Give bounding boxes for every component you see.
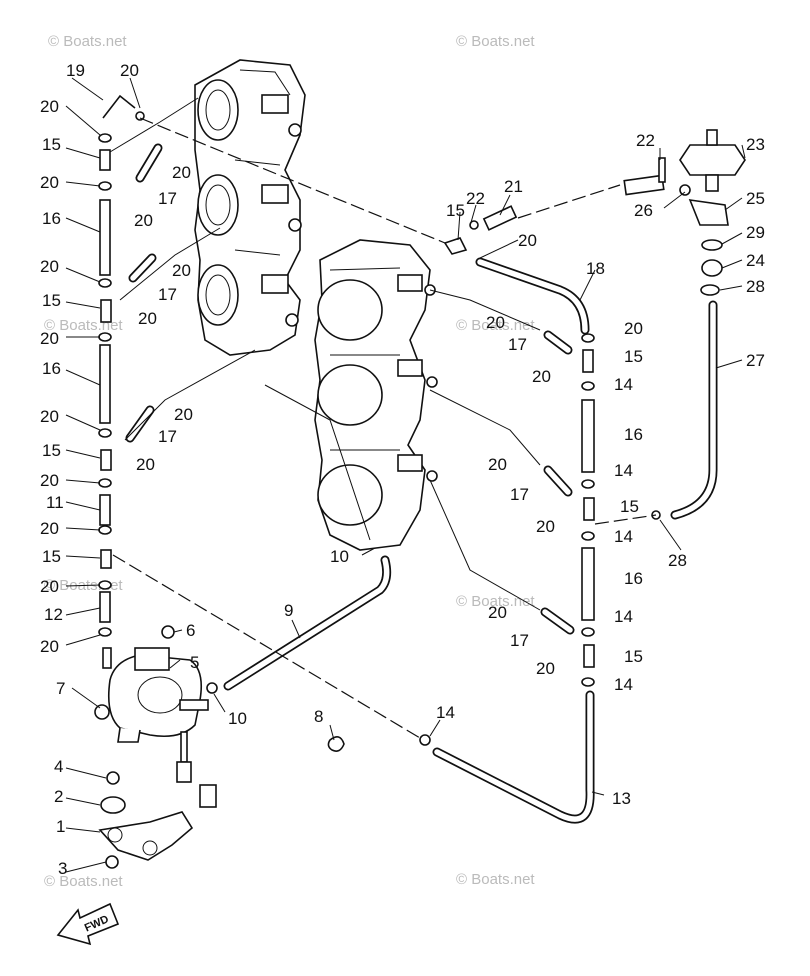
callout-22-a: 22 (466, 189, 485, 208)
callout-20-l: 20 (40, 471, 59, 490)
callout-19: 19 (66, 61, 85, 80)
callout-20-g: 20 (138, 309, 157, 328)
callout-14-b: 14 (614, 461, 633, 480)
left-hose-stack (98, 94, 145, 669)
fuel-pump-assembly (94, 625, 431, 869)
callout-20-b: 20 (40, 173, 59, 192)
callout-16-d: 16 (624, 569, 643, 588)
watermark-top-right: © Boats.net (456, 33, 535, 50)
fwd-arrow: FWD (56, 902, 120, 946)
callout-20-s: 20 (532, 367, 551, 386)
callout-27: 27 (746, 351, 765, 370)
callout-12: 12 (44, 605, 63, 624)
callout-16-b: 16 (42, 359, 61, 378)
callout-14-a: 14 (614, 375, 633, 394)
callout-5: 5 (190, 653, 199, 672)
callout-4: 4 (54, 757, 63, 776)
callout-23: 23 (746, 135, 765, 154)
callout-29: 29 (746, 223, 765, 242)
leader-lines (65, 77, 746, 873)
callout-11: 11 (46, 493, 64, 512)
callout-15-b: 15 (42, 291, 61, 310)
watermark-top-left: © Boats.net (48, 33, 127, 50)
carburetor-bank-lower (314, 239, 438, 551)
long-hoses (223, 257, 718, 824)
callout-20-u: 20 (536, 517, 555, 536)
callout-17-b: 17 (158, 285, 177, 304)
callout-18: 18 (586, 259, 605, 278)
callout-15-g: 15 (620, 497, 639, 516)
callout-20-q: 20 (486, 313, 505, 332)
callout-6: 6 (186, 621, 195, 640)
callout-20-v: 20 (488, 603, 507, 622)
callout-15-d: 15 (42, 547, 61, 566)
callout-3: 3 (58, 859, 67, 878)
callout-20-t: 20 (488, 455, 507, 474)
callout-20-a: 20 (40, 97, 59, 116)
callout-17-f: 17 (510, 631, 529, 650)
callout-20-w: 20 (536, 659, 555, 678)
callout-16-a: 16 (42, 209, 61, 228)
callout-20-r: 20 (624, 319, 643, 338)
callout-15-h: 15 (624, 647, 643, 666)
watermarks: © Boats.net © Boats.net © Boats.net © Bo… (44, 33, 535, 890)
callout-17-c: 17 (158, 427, 177, 446)
callout-20-top: 20 (120, 61, 139, 80)
callout-20-c: 20 (134, 211, 153, 230)
callout-15-c: 15 (42, 441, 61, 460)
callout-28-a: 28 (746, 277, 765, 296)
callout-20-o: 20 (40, 637, 59, 656)
callout-2: 2 (54, 787, 63, 806)
callout-14-bottom: 14 (436, 703, 455, 722)
callout-20-j: 20 (174, 405, 193, 424)
callout-13: 13 (612, 789, 631, 808)
callout-15-f: 15 (624, 347, 643, 366)
callout-9: 9 (284, 601, 293, 620)
callout-15-a: 15 (42, 135, 61, 154)
callout-20-p: 20 (518, 231, 537, 250)
callout-16-c: 16 (624, 425, 643, 444)
callout-14-d: 14 (614, 607, 633, 626)
callout-17-e: 17 (510, 485, 529, 504)
watermark-mid-right: © Boats.net (456, 317, 535, 334)
callout-26: 26 (634, 201, 653, 220)
callout-7: 7 (56, 679, 65, 698)
callout-28-b: 28 (668, 551, 687, 570)
callout-15-e: 15 (446, 201, 465, 220)
callout-20-n: 20 (40, 577, 59, 596)
callout-25: 25 (746, 189, 765, 208)
callout-21: 21 (504, 177, 523, 196)
callout-10-upper: 10 (330, 547, 349, 566)
callout-8: 8 (314, 707, 323, 726)
callout-17-d: 17 (508, 335, 527, 354)
callout-20-f: 20 (172, 261, 191, 280)
callout-14-c: 14 (614, 527, 633, 546)
carburetor-bank-upper (194, 59, 306, 356)
callout-17-a: 17 (158, 189, 177, 208)
callout-20-m: 20 (40, 519, 59, 538)
callout-20-i: 20 (40, 407, 59, 426)
watermark-bottom-left: © Boats.net (44, 873, 123, 890)
watermark-bottom-right: © Boats.net (456, 871, 535, 888)
right-hose-stack (581, 333, 595, 687)
callout-10-lower: 10 (228, 709, 247, 728)
callout-22-b: 22 (636, 131, 655, 150)
callout-20-k: 20 (136, 455, 155, 474)
short-connector-hoses (125, 143, 575, 635)
callout-24: 24 (746, 251, 765, 270)
fuel-regulator-assembly (443, 129, 746, 520)
routing-lines (109, 97, 657, 739)
callout-1: 1 (56, 817, 65, 836)
callout-20-d: 20 (172, 163, 191, 182)
callout-20-e: 20 (40, 257, 59, 276)
watermark-lower-right: © Boats.net (456, 593, 535, 610)
callout-20-h: 20 (40, 329, 59, 348)
callout-labels: 3 1 2 4 5 6 7 8 9 10 10 11 12 13 14 14 1… (40, 61, 765, 878)
callout-14-e: 14 (614, 675, 633, 694)
